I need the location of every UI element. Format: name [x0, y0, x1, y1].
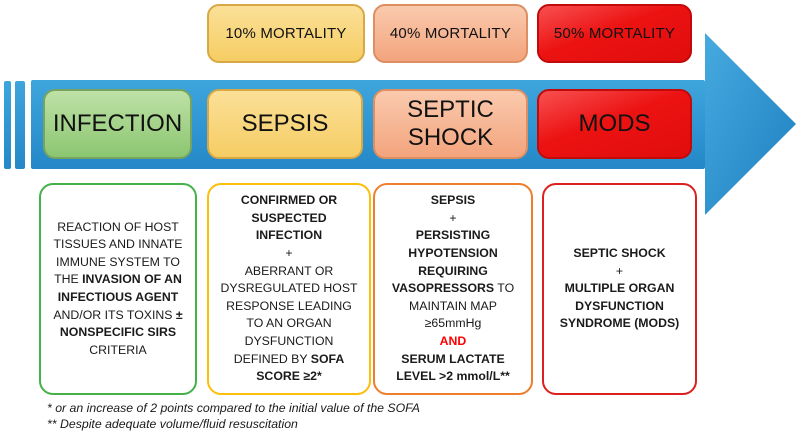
footnote-sofa: * or an increase of 2 points compared to…	[47, 401, 420, 415]
stage-mods: MODS	[537, 89, 692, 159]
stage-infection: INFECTION	[43, 89, 192, 159]
mortality-label: 50% MORTALITY	[553, 25, 676, 42]
arrow-tail-bar-1	[4, 81, 11, 169]
mortality-badge-septic-shock: 40% MORTALITY	[373, 4, 528, 63]
mortality-label: 10% MORTALITY	[225, 25, 347, 42]
definition-text-septic-shock: SEPSIS + PERSISTING HYPOTENSION REQUIRIN…	[391, 193, 515, 384]
footnote-resuscitation: ** Despite adequate volume/fluid resusci…	[47, 417, 298, 432]
definition-text-mods: SEPTIC SHOCK + MULTIPLE ORGAN DYSFUNCTIO…	[559, 246, 680, 331]
stage-label: INFECTION	[52, 110, 183, 137]
definition-box-sepsis: CONFIRMED OR SUSPECTED INFECTION + ABERR…	[207, 183, 371, 395]
definition-box-mods: SEPTIC SHOCK + MULTIPLE ORGAN DYSFUNCTIO…	[542, 183, 697, 395]
mortality-label: 40% MORTALITY	[389, 25, 512, 42]
definition-text-infection: REACTION OF HOST TISSUES AND INNATE IMMU…	[53, 219, 187, 357]
stage-sepsis: SEPSIS	[207, 89, 363, 159]
arrow-tail-bar-2	[15, 81, 25, 169]
stage-label: MODS	[578, 110, 651, 137]
definition-box-infection: REACTION OF HOST TISSUES AND INNATE IMMU…	[39, 183, 197, 395]
arrow-head-icon	[705, 33, 796, 215]
mortality-badge-mods: 50% MORTALITY	[537, 4, 692, 63]
stage-label: SEPSIS	[241, 110, 329, 137]
footnotes: * or an increase of 2 points compared to…	[47, 400, 420, 432]
stage-label: SEPTIC SHOCK	[407, 96, 494, 151]
definition-text-sepsis: CONFIRMED OR SUSPECTED INFECTION + ABERR…	[220, 193, 361, 384]
stage-septic-shock: SEPTIC SHOCK	[373, 89, 528, 159]
definition-box-septic-shock: SEPSIS + PERSISTING HYPOTENSION REQUIRIN…	[373, 183, 533, 395]
mortality-badge-sepsis: 10% MORTALITY	[207, 4, 365, 63]
